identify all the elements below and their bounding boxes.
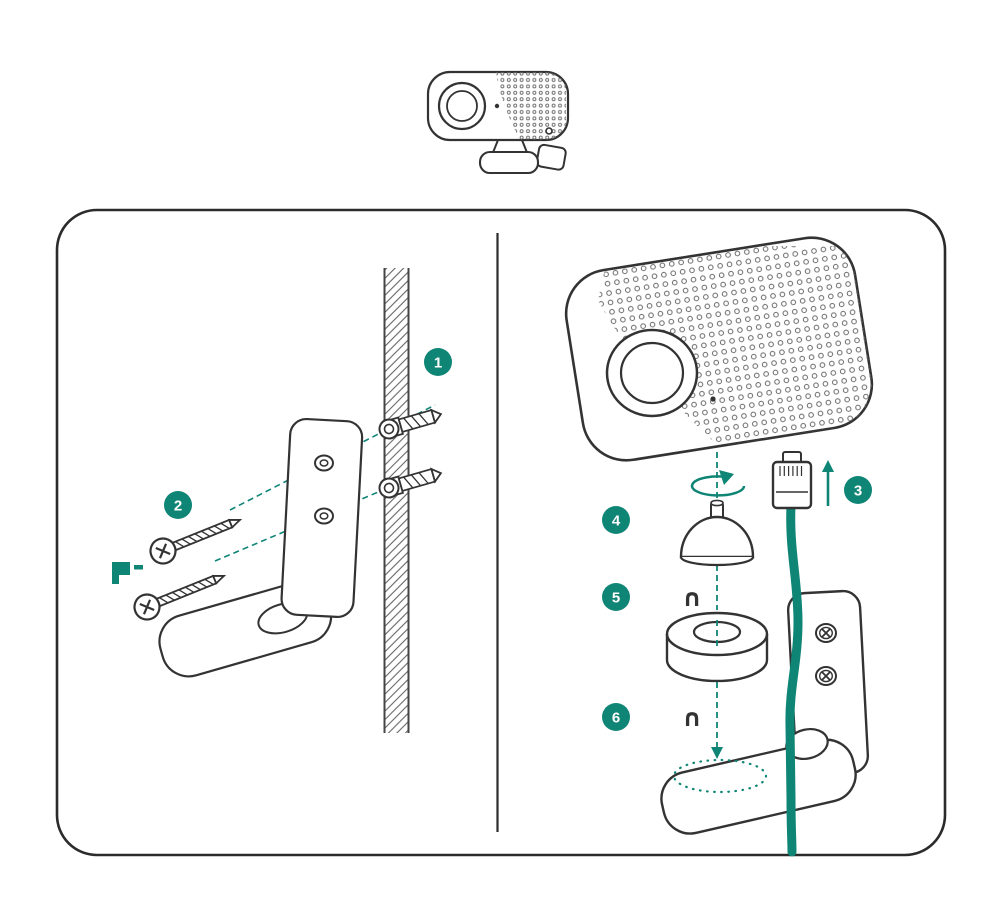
wall-mount-section: 1 2: [112, 268, 452, 733]
wall-bracket: [158, 417, 364, 678]
mounting-ring-bottom: [665, 659, 769, 683]
step-number-4: 4: [612, 513, 621, 530]
rj45-body: [771, 460, 813, 510]
magnet-icon: ∩: [682, 584, 702, 612]
ball-mount-pin-top: [710, 499, 724, 507]
speaker-grille-large: [598, 246, 879, 467]
installed-screw-icon-top: [815, 623, 837, 643]
down-arrow-icon: [711, 747, 723, 759]
bracket-screw-hole-top-inner: [319, 459, 329, 467]
rj45-pins: [779, 466, 803, 476]
speaker-grille-small: [496, 72, 566, 140]
step-badge-1: 1: [424, 348, 452, 376]
step-number-6: 6: [612, 710, 620, 727]
installed-screw-icon-bottom: [815, 666, 837, 686]
camera-device-large: [564, 236, 879, 467]
rj45-connector-icon: [771, 451, 813, 510]
hinge-screw-small: [545, 127, 553, 135]
step-number-2: 2: [174, 498, 182, 515]
step-badge-4: 4: [602, 506, 630, 534]
target-position-ellipse: [672, 758, 768, 794]
camera-mount-section: 4 ∩ 5 ∩ 6: [564, 236, 879, 857]
magnet-icon-2: ∩: [682, 704, 702, 732]
wall-strip-hatch: [385, 268, 408, 733]
camera-mount-clamp: [535, 143, 567, 171]
step-number-5: 5: [612, 590, 620, 607]
ethernet-cable: [785, 501, 803, 857]
ball-mount-dome: [679, 515, 755, 559]
mounting-ring-sides: [665, 634, 769, 660]
camera-mount-base: [478, 150, 540, 175]
camera-lens-large-inner: [619, 341, 685, 405]
ball-mount: [679, 499, 755, 567]
camera-lens-small-inner: [446, 90, 478, 122]
status-led-small: [494, 103, 500, 109]
bracket-screw-hole-bottom-inner: [319, 512, 329, 520]
wall-bracket-right: [660, 589, 870, 835]
step-badge-2: 2: [164, 491, 192, 519]
status-led-large: [710, 396, 716, 402]
brand-logo-mark: [112, 562, 143, 584]
step-number-3: 3: [854, 483, 862, 500]
step-badge-6: 6: [602, 703, 630, 731]
step-badge-5: 5: [602, 583, 630, 611]
rotate-arrow-icon: [690, 470, 746, 497]
ball-mount-bottom: [679, 556, 755, 567]
up-arrow-icon: [822, 460, 834, 506]
camera-product-icon: [426, 70, 570, 175]
step-number-1: 1: [434, 355, 442, 372]
step-badge-3: 3: [844, 476, 872, 504]
bracket-flange-right: [660, 738, 857, 835]
